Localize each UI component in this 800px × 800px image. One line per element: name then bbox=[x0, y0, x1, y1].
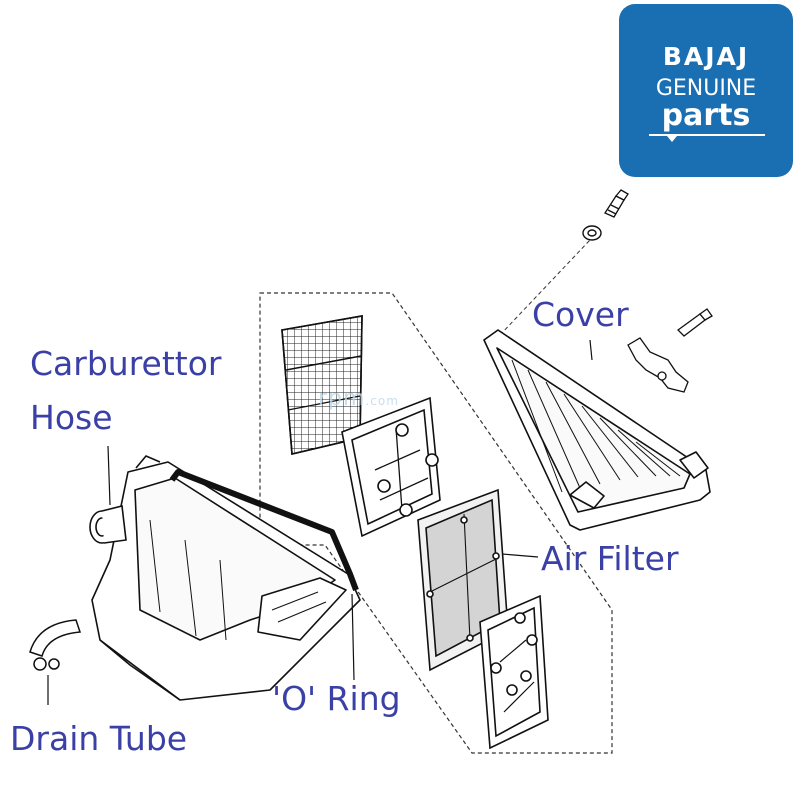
drain-tube bbox=[29, 619, 82, 671]
logo-arrow-icon bbox=[667, 136, 677, 142]
logo-genuine: GENUINE bbox=[655, 76, 757, 101]
mesh-screen bbox=[281, 315, 363, 455]
carburettor-hose-outlet bbox=[89, 505, 127, 544]
label-air-filter: Air Filter bbox=[541, 539, 679, 578]
label-carburettor-hose-line1: Carburettor bbox=[30, 344, 222, 383]
label-o-ring: 'O' Ring bbox=[272, 679, 401, 718]
label-carburettor-hose-line2: Hose bbox=[30, 398, 113, 437]
o-ring-leader bbox=[351, 593, 355, 681]
watermark: rpm.com bbox=[318, 386, 399, 411]
air-box-cover bbox=[483, 329, 711, 531]
cover-leader bbox=[589, 339, 593, 361]
air-box-housing bbox=[91, 455, 361, 701]
cover-washer bbox=[582, 225, 602, 241]
label-drain-tube: Drain Tube bbox=[10, 719, 188, 758]
bracket-bolt bbox=[677, 308, 713, 337]
logo-underline bbox=[649, 134, 765, 136]
filter-support-frame bbox=[341, 396, 441, 538]
o-ring bbox=[169, 469, 359, 592]
cover-bolt bbox=[604, 189, 629, 218]
cover-bracket bbox=[627, 337, 689, 393]
bajaj-genuine-parts-logo: BAJAJ GENUINE parts bbox=[619, 4, 793, 177]
air-filter-leader bbox=[501, 553, 539, 558]
bolt-alignment-line bbox=[499, 239, 591, 336]
label-cover: Cover bbox=[532, 295, 629, 334]
logo-parts: parts bbox=[661, 98, 751, 133]
logo-brand: BAJAJ bbox=[662, 42, 750, 71]
carburettor-hose-leader bbox=[107, 445, 111, 506]
filter-gasket-frame bbox=[479, 594, 549, 750]
